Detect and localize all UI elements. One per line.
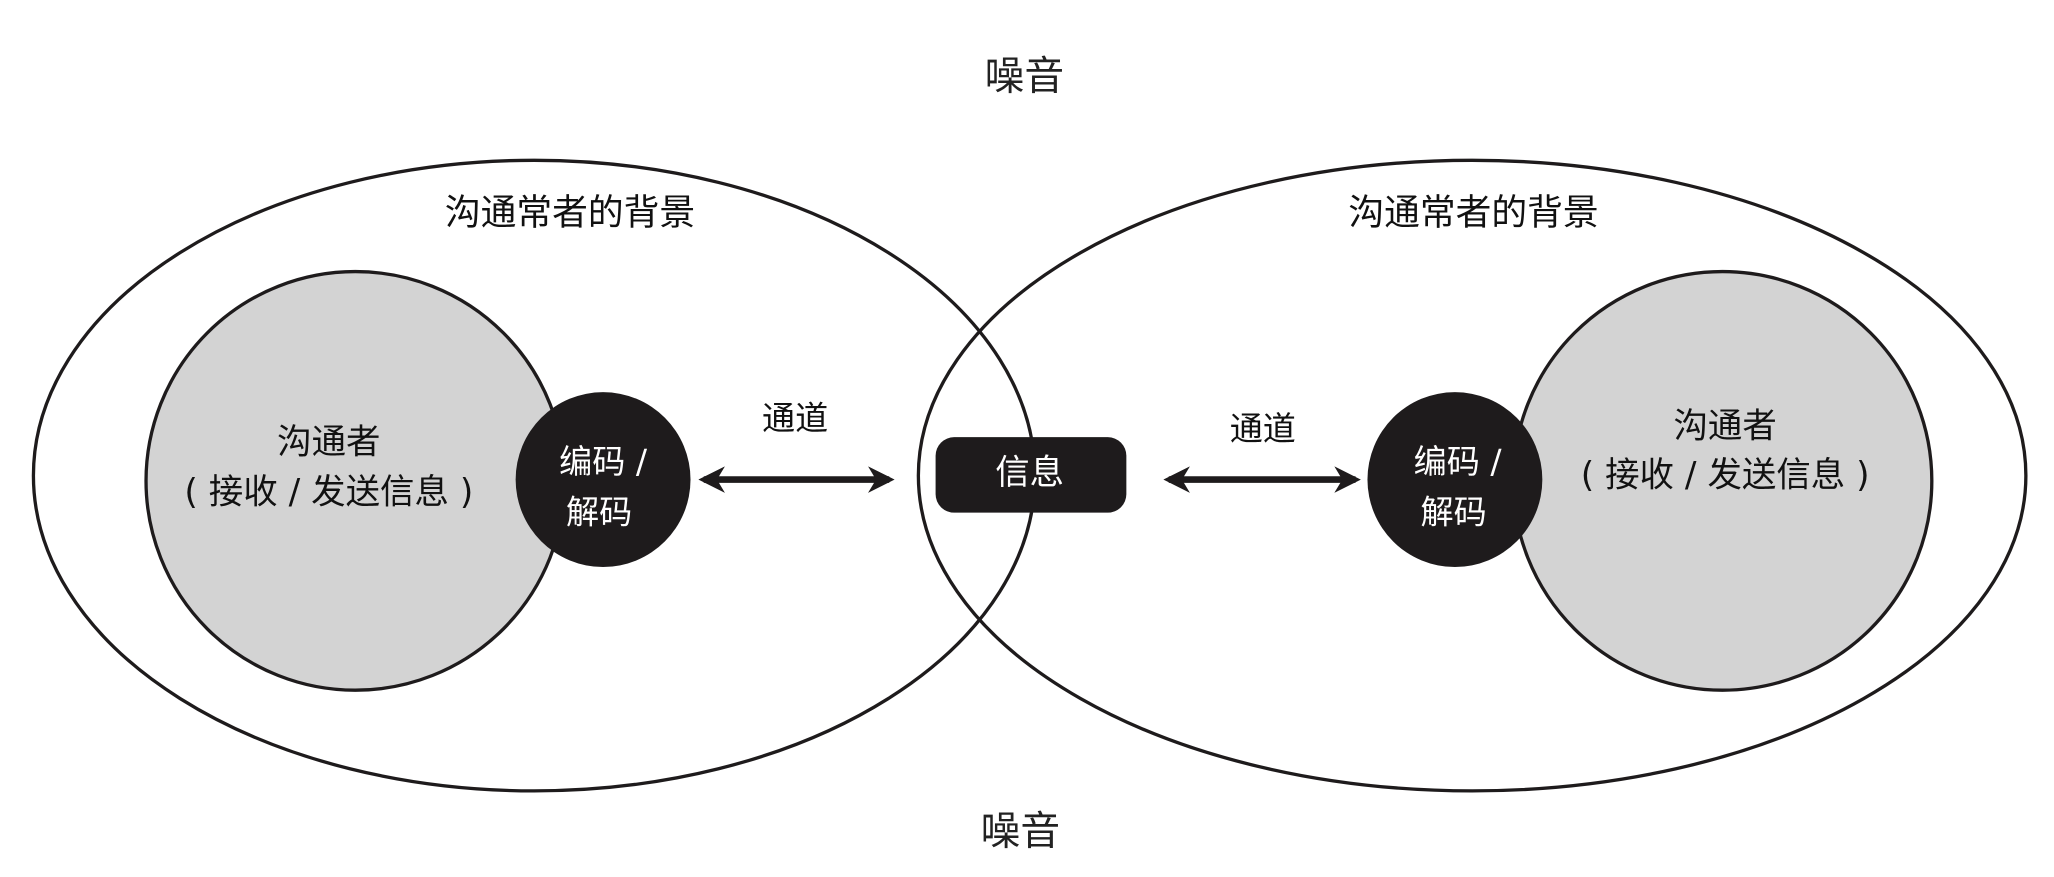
noise-label-top: 噪音 xyxy=(985,53,1064,99)
right-background-ellipse xyxy=(916,158,2028,793)
left-background-label: 沟通常者的背景 xyxy=(445,193,695,234)
right-channel-label: 通道 xyxy=(1230,409,1296,448)
left-channel-label: 通道 xyxy=(762,398,828,437)
left-codec-line2: 解码 xyxy=(566,493,632,532)
right-communicator-label: 沟通者 xyxy=(1673,406,1776,446)
left-codec-line1: 编码 / xyxy=(559,442,648,481)
right-codec-line1: 编码 / xyxy=(1414,442,1503,481)
message-box xyxy=(935,437,1127,513)
left-codec-circle xyxy=(515,392,691,568)
right-codec-circle xyxy=(1367,392,1543,568)
right-background-label: 沟通常者的背景 xyxy=(1348,193,1598,234)
noise-label-bottom: 噪音 xyxy=(981,809,1060,855)
right-communicator-role: ( 接收 / 发送信息 ) xyxy=(1581,455,1870,495)
left-communicator-role: ( 接收 / 发送信息 ) xyxy=(184,473,473,513)
message-label: 信息 xyxy=(995,453,1064,493)
left-communicator-label: 沟通者 xyxy=(277,422,380,462)
right-codec-line2: 解码 xyxy=(1420,493,1486,532)
